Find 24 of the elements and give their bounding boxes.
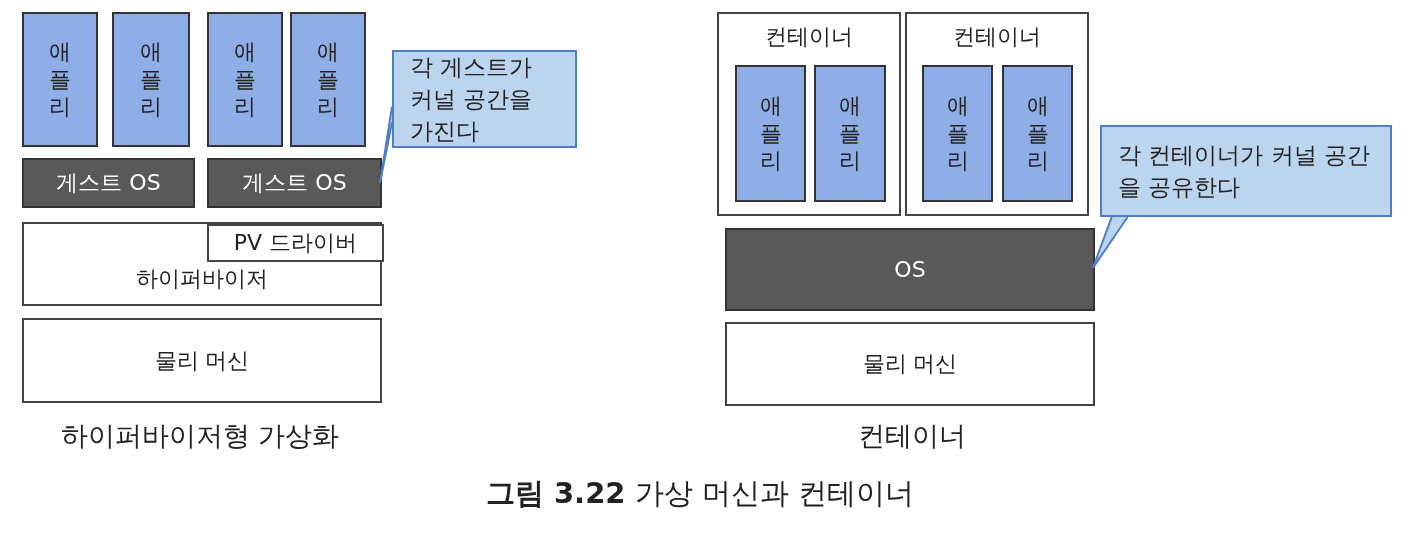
physical-machine-box: 물리 머신 <box>725 322 1095 406</box>
app-box: 애플리 <box>207 12 283 147</box>
diagram-label: 컨테이너 <box>858 419 966 453</box>
app-box: 애플리 <box>22 12 98 147</box>
os-box: OS <box>725 228 1095 311</box>
figure-caption: 그림 3.22 가상 머신과 컨테이너 <box>485 475 915 512</box>
container-box: 컨테이너 애플리 애플리 <box>717 12 901 216</box>
guest-os-box: 게스트 OS <box>22 158 195 208</box>
container-box: 컨테이너 애플리 애플리 <box>905 12 1089 216</box>
app-box: 애플리 <box>290 12 366 147</box>
app-box: 애플리 <box>735 65 806 202</box>
callout-bubble: 각 컨테이너가 커널 공간을 공유한다 <box>1100 125 1392 217</box>
app-box: 애플리 <box>1002 65 1073 202</box>
diagram-label: 하이퍼바이저형 가상화 <box>60 419 340 453</box>
physical-machine-box: 물리 머신 <box>22 318 382 403</box>
app-box: 애플리 <box>112 12 190 147</box>
callout-pointer <box>379 105 393 184</box>
hypervisor-box: PV 드라이버 하이퍼바이저 <box>22 222 382 306</box>
app-box: 애플리 <box>922 65 993 202</box>
callout-bubble: 각 게스트가 커널 공간을 가진다 <box>392 50 577 148</box>
app-box: 애플리 <box>814 65 886 202</box>
driver-box: PV 드라이버 <box>207 224 384 262</box>
callout-pointer <box>1092 216 1129 269</box>
guest-os-box: 게스트 OS <box>207 158 382 208</box>
